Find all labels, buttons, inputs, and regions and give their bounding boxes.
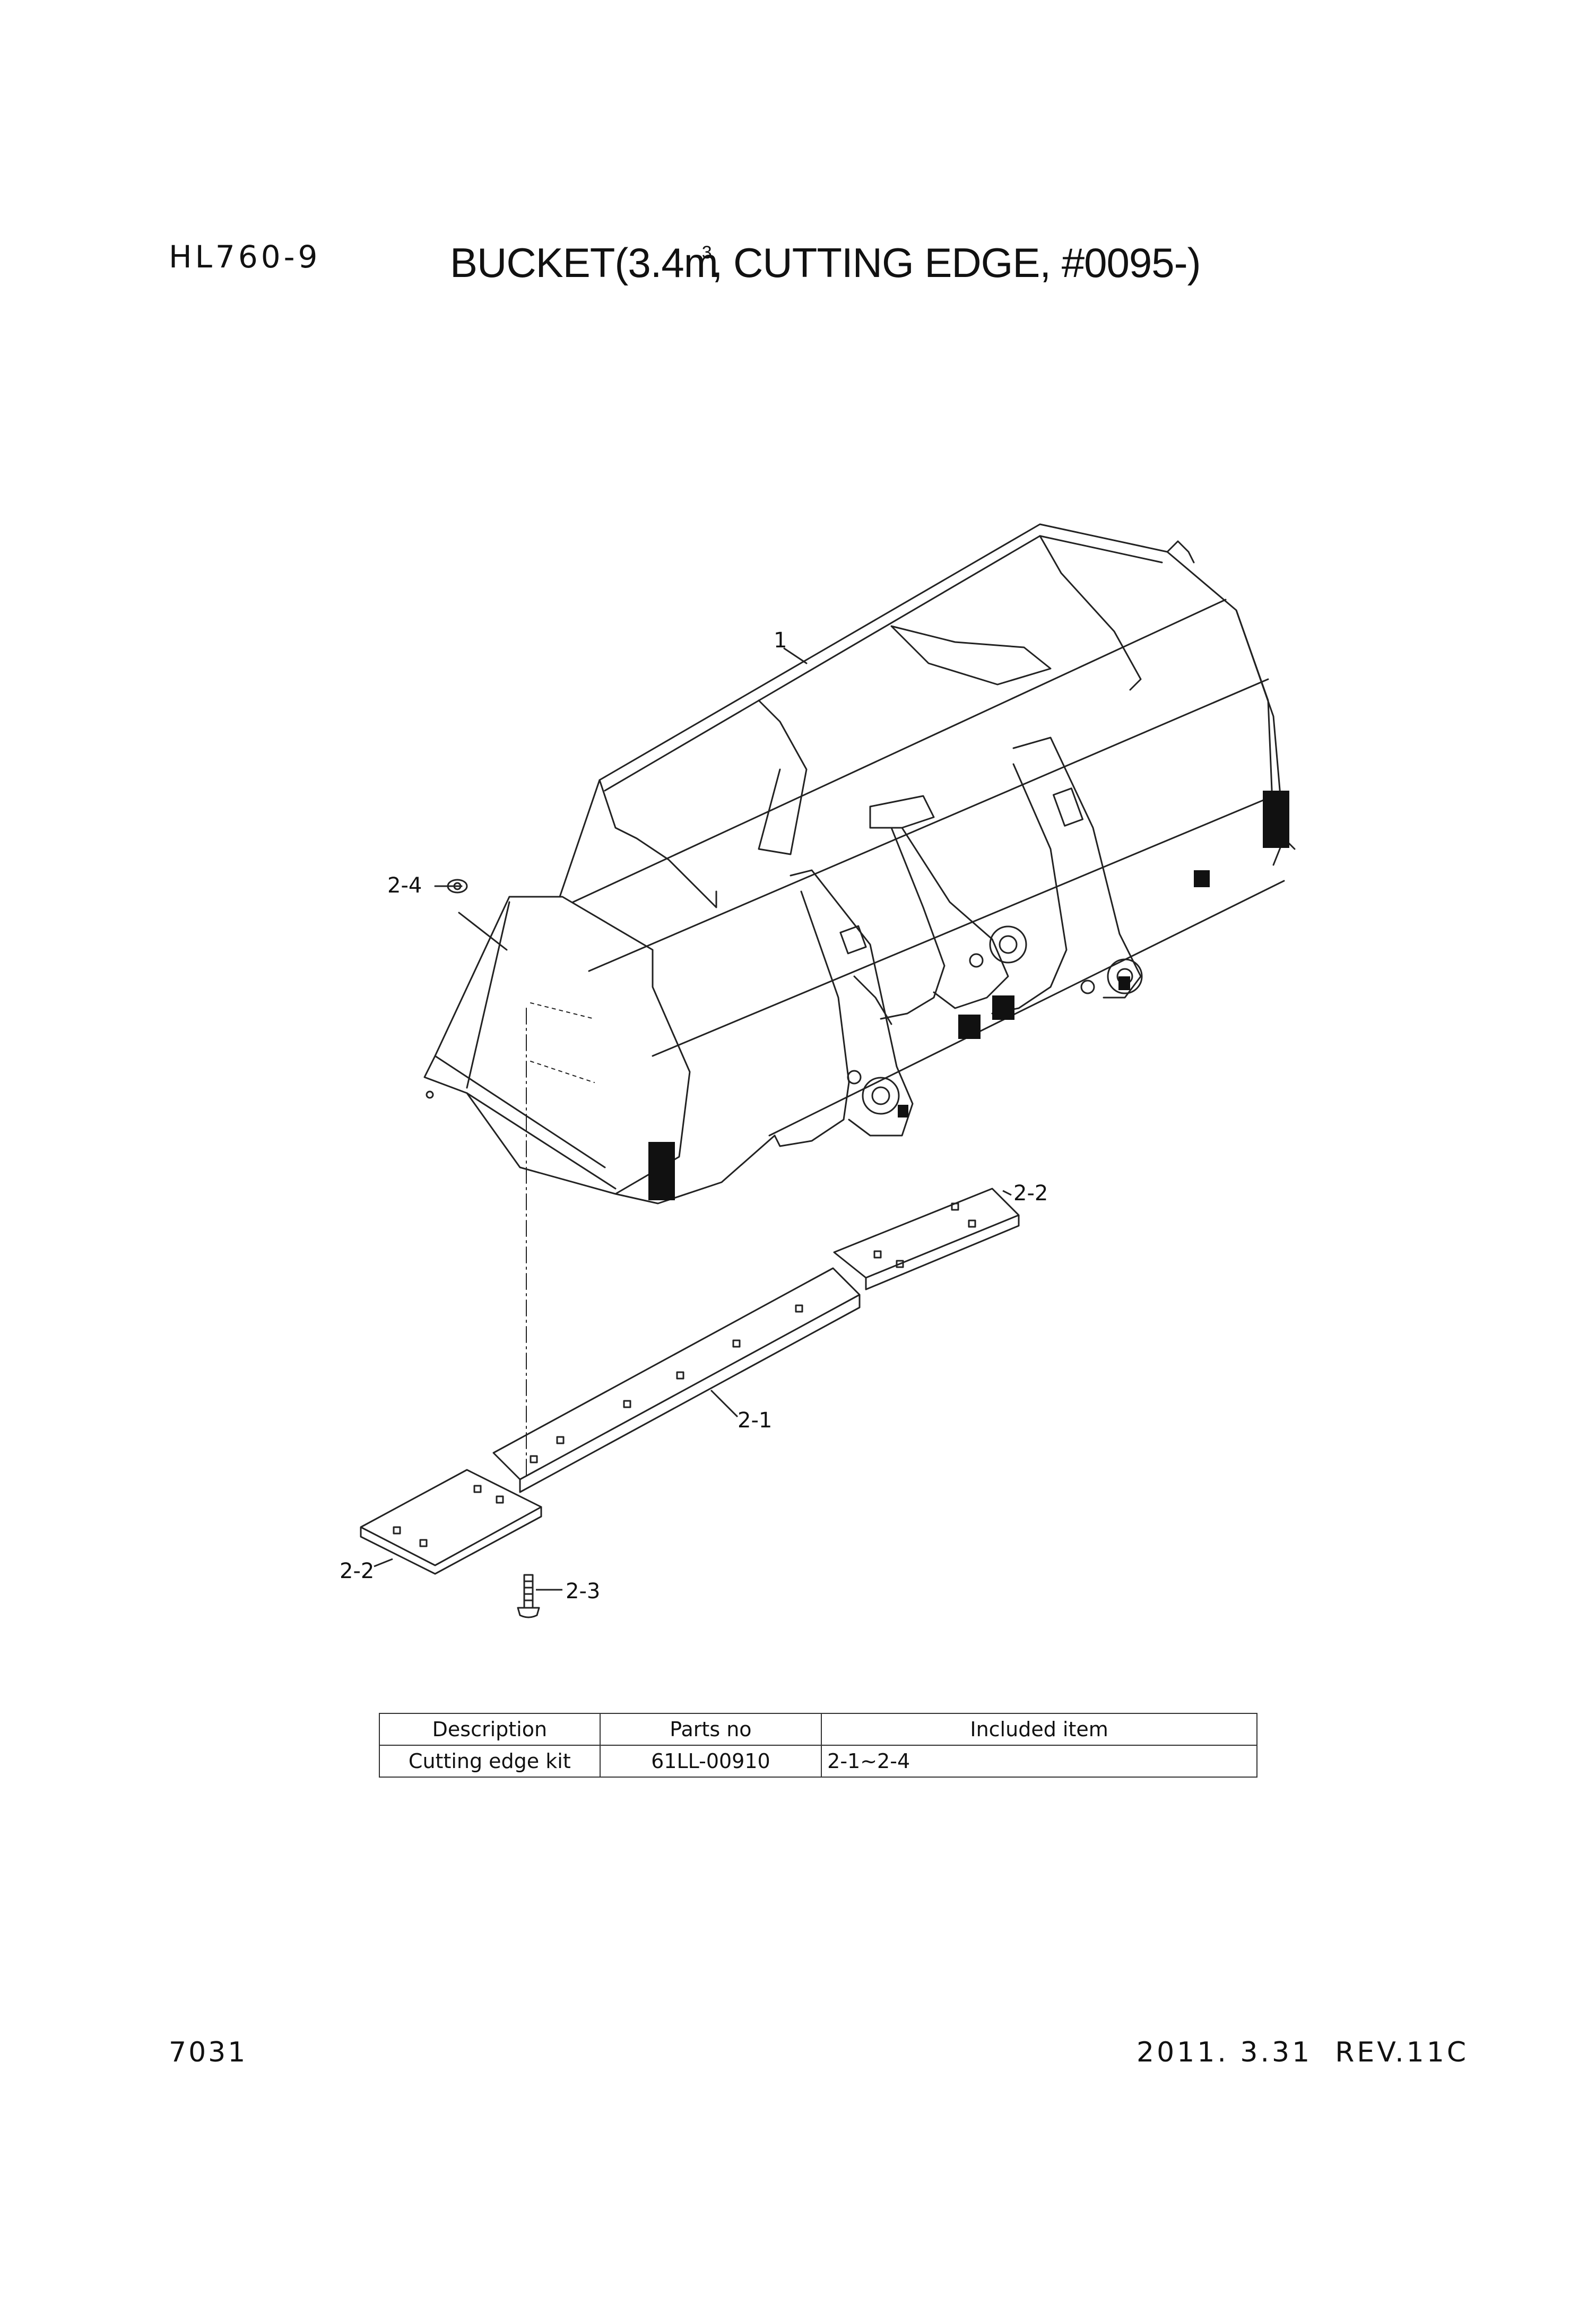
cell-description: Cutting edge kit [379, 1745, 601, 1778]
callout-2-4: 2-4 [387, 873, 422, 898]
lift-brackets [774, 737, 1143, 1147]
revision-info: 2011. 3.31 REV.11C [1137, 2037, 1469, 2068]
cutting-edges [360, 1188, 1020, 1618]
cell-included-item: 2-1~2-4 [821, 1745, 1257, 1778]
callout-2-3: 2-3 [566, 1579, 601, 1604]
table-row: Cutting edge kit 61LL-00910 2-1~2-4 [379, 1745, 1257, 1778]
cell-parts-no: 61LL-00910 [599, 1745, 822, 1778]
page-number: 7031 [169, 2037, 248, 2068]
revision-date: 2011. 3.31 [1137, 2037, 1313, 2068]
title-suffix: , CUTTING EDGE, #0095-) [711, 239, 1201, 286]
header-parts-no: Parts no [599, 1713, 822, 1746]
header-included-item: Included item [821, 1713, 1257, 1746]
header-description: Description [379, 1713, 601, 1746]
callout-1: 1 [774, 628, 787, 653]
callout-2-2-right: 2-2 [1013, 1181, 1048, 1206]
callout-2-1: 2-1 [738, 1408, 773, 1433]
callout-2-2-left: 2-2 [340, 1559, 375, 1583]
title-superscript: 3 [701, 242, 712, 263]
page-title: BUCKET(3.4m3, CUTTING EDGE, #0095-) [450, 239, 1201, 287]
model-code: HL760-9 [169, 239, 321, 275]
bucket-body [423, 523, 1296, 1205]
revision-code: REV.11C [1335, 2037, 1469, 2068]
wear-pads [648, 791, 1289, 1200]
title-prefix: BUCKET(3.4m [450, 239, 718, 286]
parts-table: Description Parts no Included item Cutti… [379, 1713, 1257, 1778]
table-header-row: Description Parts no Included item [379, 1713, 1257, 1746]
